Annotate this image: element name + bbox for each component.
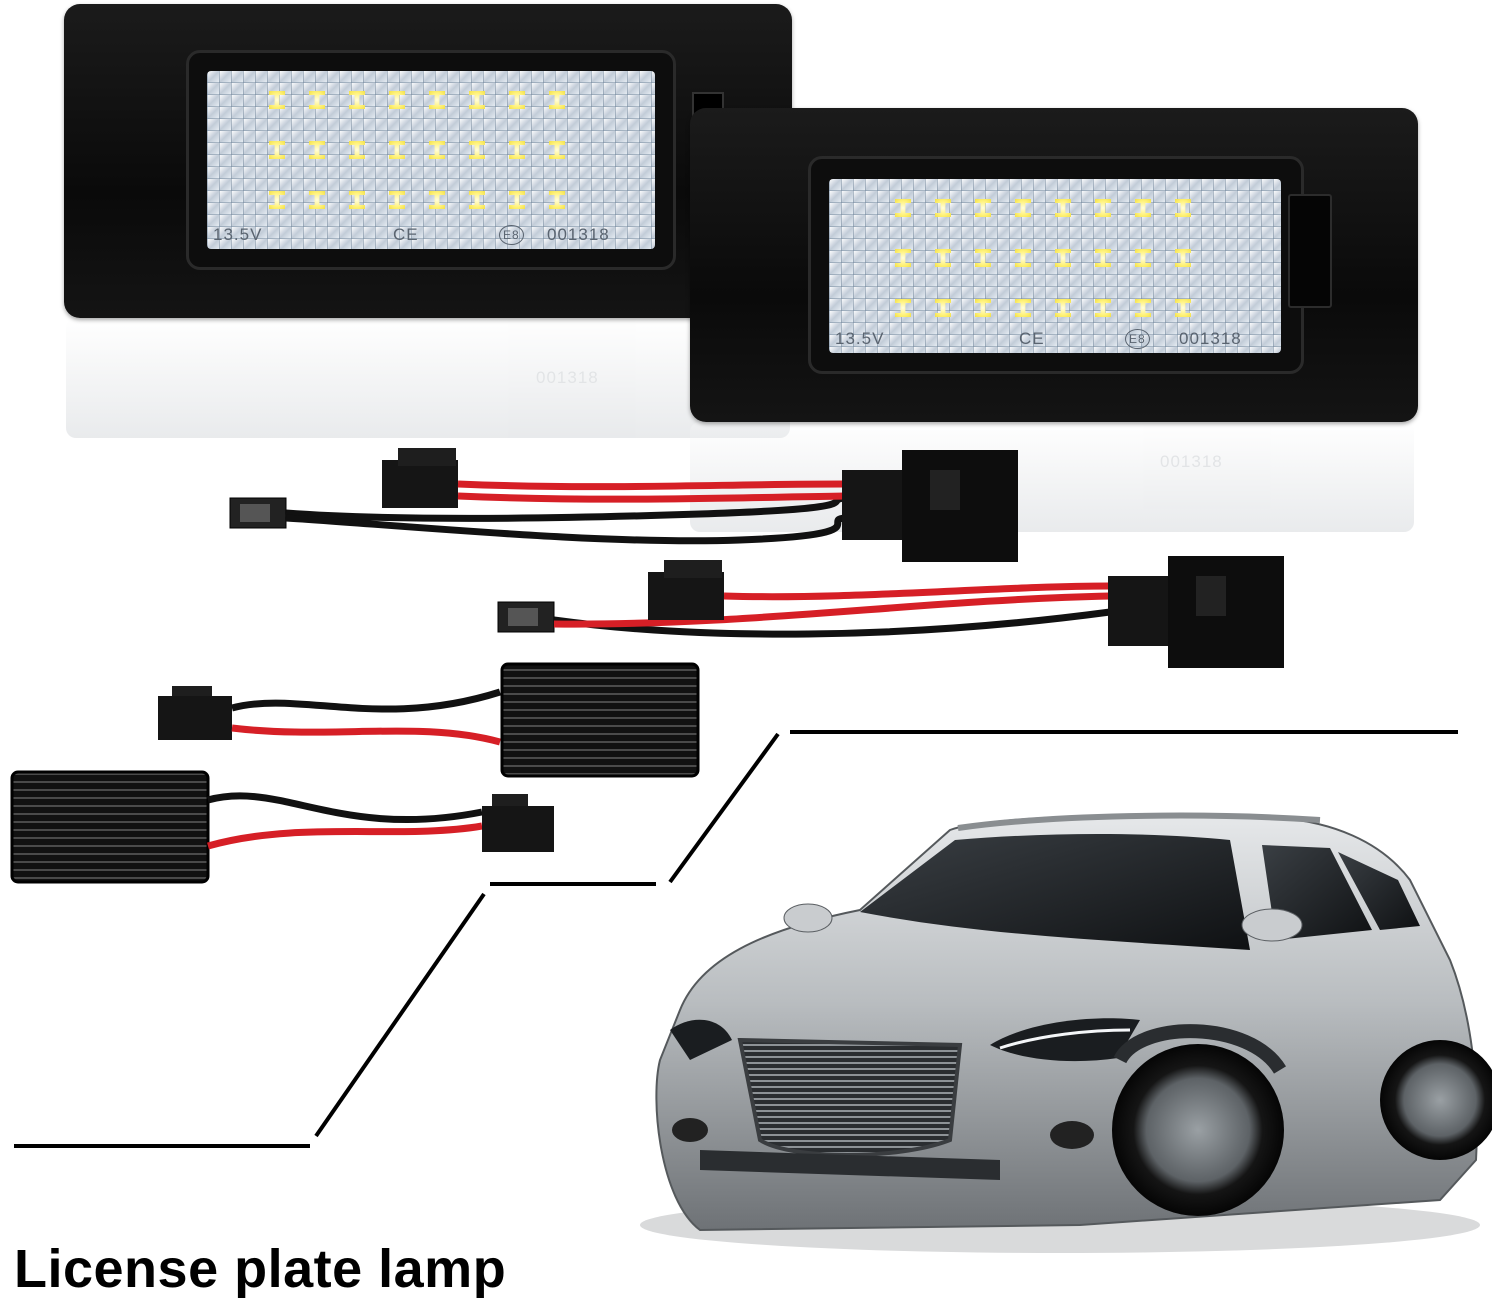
rear-wheel bbox=[1380, 1040, 1492, 1160]
lens-e-mark: E8 bbox=[1125, 329, 1150, 349]
license-plate-lamp-right: 13.5V CE E8 001318 bbox=[690, 108, 1418, 422]
lamp-window: 13.5V CE E8 001318 bbox=[186, 50, 676, 270]
led-lens: 13.5V CE E8 001318 bbox=[829, 179, 1281, 353]
license-plate-lamp-left: 13.5V CE E8 001318 bbox=[64, 4, 792, 318]
front-wheel bbox=[1112, 1044, 1284, 1216]
canbus-decoder-1 bbox=[158, 662, 700, 778]
oem-socket-icon bbox=[1108, 576, 1172, 646]
lamp-window: 13.5V CE E8 001318 bbox=[808, 156, 1304, 374]
caption-title: License plate lamp bbox=[14, 1239, 507, 1299]
lens-voltage: 13.5V bbox=[835, 329, 885, 348]
lens-part-number: 001318 bbox=[547, 225, 610, 244]
lens-part-number: 001318 bbox=[1179, 329, 1242, 348]
single-frame-grille bbox=[737, 1037, 963, 1157]
lens-ce: CE bbox=[1019, 329, 1045, 348]
decoder-box-icon bbox=[500, 662, 700, 778]
lamp-tab bbox=[1288, 194, 1332, 308]
decoder-box-icon bbox=[10, 770, 210, 884]
car-illustration bbox=[640, 812, 1492, 1253]
lens-e-mark: E8 bbox=[499, 225, 524, 245]
lens-voltage: 13.5V bbox=[213, 225, 263, 244]
wiring-harness-2 bbox=[497, 556, 1284, 668]
canbus-decoder-2 bbox=[10, 770, 554, 884]
sm-connector-icon bbox=[648, 572, 724, 620]
sm-connector-icon bbox=[382, 460, 458, 508]
oem-socket-icon bbox=[842, 470, 906, 540]
led-lens: 13.5V CE E8 001318 bbox=[207, 71, 655, 249]
wiring-harness-1 bbox=[229, 448, 1018, 562]
lens-ce: CE bbox=[393, 225, 419, 244]
pointer-lines bbox=[14, 730, 1458, 1148]
